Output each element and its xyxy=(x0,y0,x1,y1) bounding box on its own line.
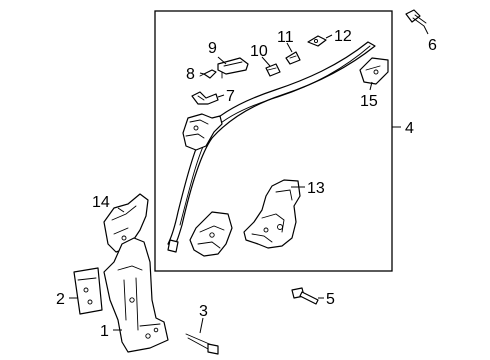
callout-13: 13 xyxy=(307,180,325,197)
bolt-6 xyxy=(405,9,427,27)
leader-8 xyxy=(199,72,205,75)
callout-5: 5 xyxy=(326,291,335,308)
callout-1: 1 xyxy=(100,323,109,340)
clip-9 xyxy=(217,57,249,79)
callout-3: 3 xyxy=(199,303,208,320)
hinge-pillar-1 xyxy=(103,237,169,353)
leader-7 xyxy=(217,94,225,98)
leader-6 xyxy=(423,25,429,35)
callout-14: 14 xyxy=(92,194,110,211)
lower-hinge-bracket xyxy=(189,211,233,257)
callout-15: 15 xyxy=(360,93,378,110)
callout-6: 6 xyxy=(428,37,437,54)
callout-7: 7 xyxy=(226,88,235,105)
bolt-3 xyxy=(185,333,219,355)
assembly-frame xyxy=(154,10,393,272)
bracket-14 xyxy=(103,193,149,253)
clip-12 xyxy=(307,35,327,47)
leader-15 xyxy=(369,81,373,91)
leader-11 xyxy=(286,42,293,53)
bolt-5 xyxy=(291,287,319,305)
upper-pillar-bracket xyxy=(182,113,223,151)
callout-4: 4 xyxy=(405,120,414,137)
callout-8: 8 xyxy=(186,66,195,83)
callout-11: 11 xyxy=(277,29,294,46)
bracket-13 xyxy=(243,179,301,249)
clip-10 xyxy=(265,63,281,77)
clip-7 xyxy=(191,91,219,105)
leader-12 xyxy=(325,34,333,39)
leader-14 xyxy=(117,207,125,213)
callout-2: 2 xyxy=(56,291,65,308)
callout-12: 12 xyxy=(334,28,352,45)
leader-9 xyxy=(217,56,227,65)
hinge-plate-2 xyxy=(73,267,103,315)
clip-15 xyxy=(359,57,389,85)
callout-9: 9 xyxy=(208,40,217,57)
callout-10: 10 xyxy=(250,43,268,60)
leader-3 xyxy=(199,317,204,334)
clip-11 xyxy=(285,51,301,65)
leader-10 xyxy=(261,56,271,67)
